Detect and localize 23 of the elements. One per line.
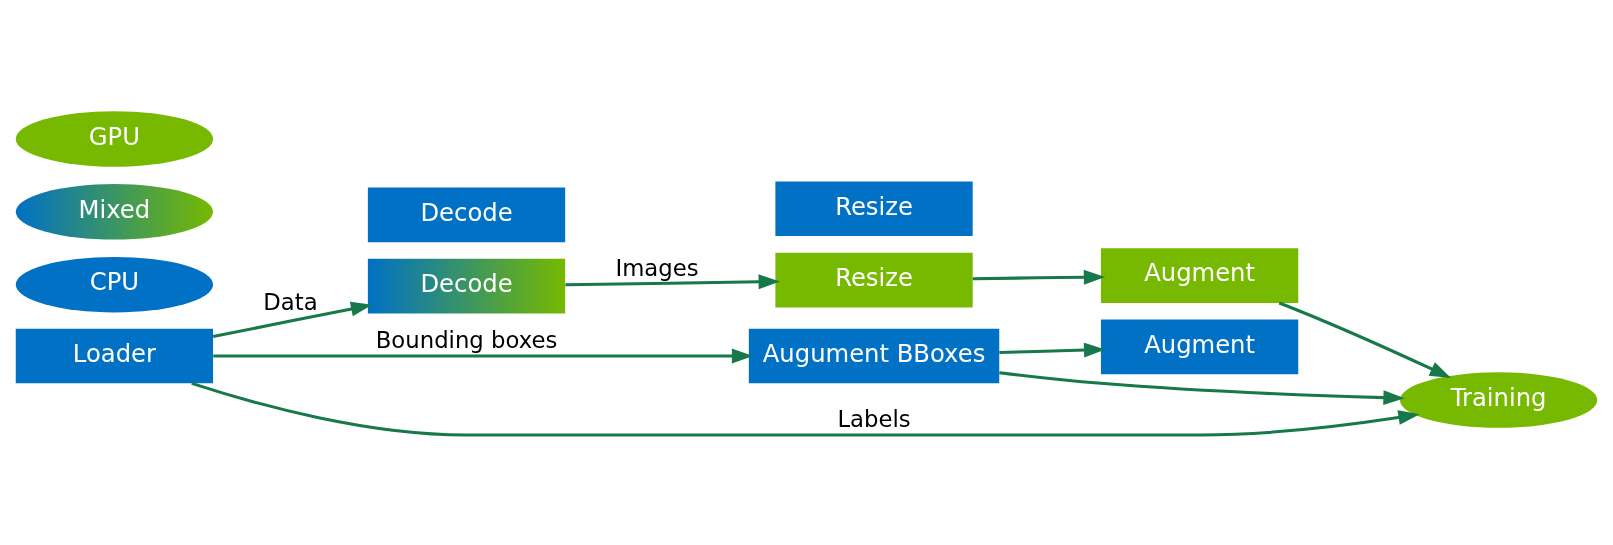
node-box: Resize: [775, 252, 973, 307]
arrow: [213, 348, 754, 363]
node-box: Resize: [775, 180, 973, 236]
arrow: [1278, 301, 1452, 378]
edge-label: Images: [615, 254, 699, 281]
node-ellipse: GPU: [15, 110, 214, 167]
edge-label: Bounding boxes: [375, 326, 558, 353]
arrow: [972, 269, 1106, 285]
node-ellipse: Mixed: [15, 183, 214, 240]
arrow: [565, 273, 780, 289]
arrow: [191, 381, 1420, 436]
arrow: [999, 342, 1106, 358]
node-ellipse: CPU: [15, 256, 214, 312]
arrow: [212, 301, 373, 338]
node-box: Augument BBoxes: [748, 328, 1000, 383]
node-box: Loader: [15, 328, 214, 383]
node-box: Augment: [1100, 319, 1299, 374]
node-box: Decode: [367, 258, 566, 313]
edge-label: Data: [263, 288, 318, 315]
edge-label: Labels: [837, 405, 911, 432]
node-box: Augment: [1100, 247, 1299, 303]
node-box: Decode: [367, 187, 566, 242]
arrow: [999, 370, 1405, 405]
